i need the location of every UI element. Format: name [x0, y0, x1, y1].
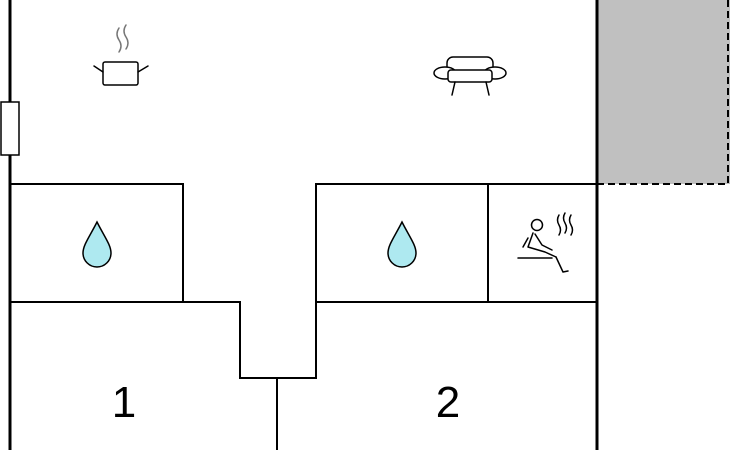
cooking-pot-icon [93, 24, 149, 86]
water-drop-icon [387, 220, 417, 268]
interior-walls [10, 183, 597, 450]
sofa-icon [433, 56, 507, 96]
terrace-area [597, 0, 730, 184]
terrace-border [597, 0, 729, 185]
room-number-2: 2 [436, 378, 460, 427]
sauna-icon [517, 212, 574, 273]
water-drop-icon [82, 220, 112, 268]
room-number-1: 1 [112, 378, 136, 427]
entrance-door [0, 101, 20, 156]
